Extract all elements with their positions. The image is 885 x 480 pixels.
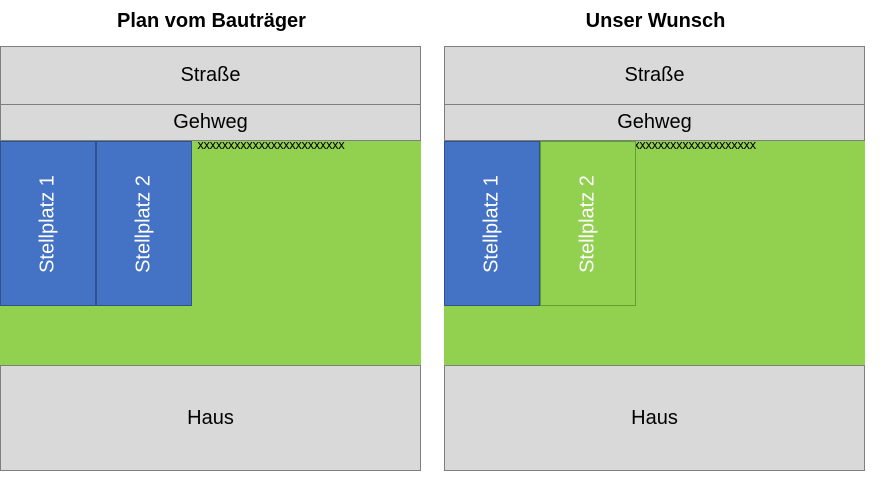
street-label: Straße	[624, 64, 685, 86]
panel-title: Plan vom Bauträger	[117, 10, 306, 32]
street-label: Straße	[180, 64, 241, 86]
sidewalk-area: Gehweg	[444, 104, 865, 141]
parking-spot-2: Stellplatz 2	[96, 141, 192, 306]
sidewalk-label: Gehweg	[617, 111, 692, 133]
parking-spot-1: Stellplatz 1	[0, 141, 96, 306]
house-label: Haus	[187, 406, 234, 429]
house-area: Haus	[0, 365, 421, 471]
parking-spot-label: Stellplatz 1	[36, 174, 59, 273]
street-area: Straße	[444, 46, 865, 105]
sidewalk-area: Gehweg	[0, 104, 421, 141]
parking-spot-2: Stellplatz 2	[540, 141, 636, 306]
fence-line: xxxxxxxxxxxxxxxxxxxxxxxx	[197, 139, 345, 151]
panel-our-wish: Unser Wunsch Straße Gehweg xxxxxxxxxxxxx…	[444, 0, 867, 480]
parking-spot-label: Stellplatz 2	[132, 174, 155, 273]
parking-spot-1: Stellplatz 1	[444, 141, 540, 306]
house-area: Haus	[444, 365, 865, 471]
panel-plan-developer: Plan vom Bauträger Straße Gehweg xxxxxxx…	[0, 0, 423, 480]
parking-spot-label: Stellplatz 1	[480, 174, 503, 273]
house-label: Haus	[631, 406, 678, 429]
sidewalk-label: Gehweg	[173, 111, 248, 133]
street-area: Straße	[0, 46, 421, 105]
parking-spot-label: Stellplatz 2	[576, 174, 599, 273]
panel-title: Unser Wunsch	[585, 10, 726, 32]
